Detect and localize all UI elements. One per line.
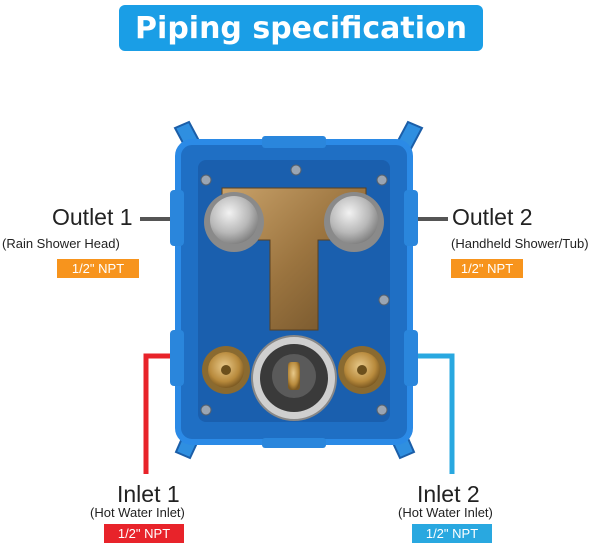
outlet2-name: Outlet 2 — [452, 204, 533, 230]
screws — [200, 164, 390, 416]
inlet2-desc: (Hot Water Inlet) — [398, 505, 493, 520]
inlet2-name: Inlet 2 — [417, 481, 480, 507]
inlet2-spec-badge: 1/2" NPT — [412, 524, 492, 543]
inlet1-pipe — [143, 353, 176, 474]
outlet2-cap — [324, 192, 384, 252]
inlet1-spec-badge: 1/2" NPT — [104, 524, 184, 543]
outlet1-spec-badge: 1/2" NPT — [57, 259, 139, 278]
outlet2-desc: (Handheld Shower/Tub) — [451, 236, 589, 251]
page-title: Piping specification — [135, 10, 467, 46]
outlet1-desc: (Rain Shower Head) — [2, 236, 120, 251]
inlet1-desc: (Hot Water Inlet) — [90, 505, 185, 520]
cartridge — [251, 335, 337, 421]
inlet1-name: Inlet 1 — [117, 481, 180, 507]
outlet2-spec-badge: 1/2" NPT — [451, 259, 523, 278]
outlet1-cap — [204, 192, 264, 252]
inlet2-pipe — [410, 353, 455, 474]
outlet1-name: Outlet 1 — [52, 204, 133, 230]
title-banner: Piping specification — [119, 5, 483, 51]
inlet1-nut — [202, 346, 250, 394]
inlet2-nut — [338, 346, 386, 394]
side-knockouts — [170, 136, 418, 448]
